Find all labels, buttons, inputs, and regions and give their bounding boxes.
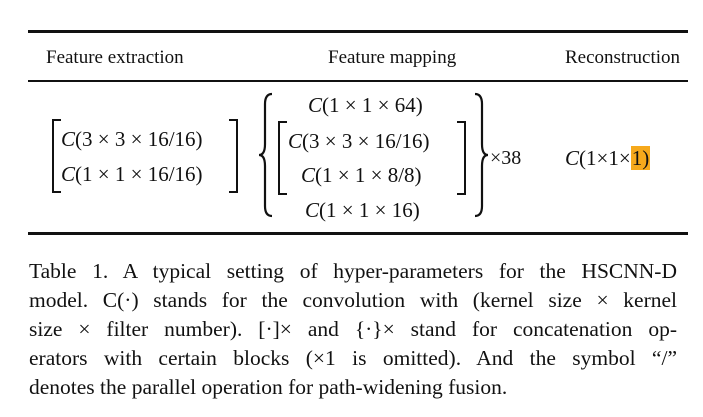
table-top-rule [28,30,688,33]
highlighted-text: 1) [630,146,651,170]
caption-line-5: denotes the parallel operation for path-… [29,375,508,399]
caption-line-3: size × filter number). [·]× and {·}× sta… [29,317,677,341]
table-bottom-rule [28,232,688,235]
fm-inner-left-bracket [278,121,287,195]
header-feature-extraction: Feature extraction [46,47,184,68]
table-caption: Table 1. A typical setting of hyper-para… [29,257,677,402]
fm-right-brace [474,92,489,218]
fm-inner-row-2: C(1 × 1 × 8/8) [301,163,422,187]
fm-inner-row-1: C(3 × 3 × 16/16) [288,129,430,153]
fe-left-bracket [52,119,61,193]
caption-line-4: erators with certain blocks (×1 is omitt… [29,346,677,370]
fm-bottom-row: C(1 × 1 × 16) [305,198,420,222]
fm-repeat-count: ×38 [490,147,522,169]
reconstruction-cell: C(1×1×1) [565,146,651,170]
fm-inner-right-bracket [457,121,466,195]
table-header-rule [28,80,688,82]
fm-left-brace [258,92,273,218]
header-feature-mapping: Feature mapping [328,47,457,68]
caption-line-2: model. C(·) stands for the convolution w… [29,288,677,312]
fm-top-row: C(1 × 1 × 64) [308,93,423,117]
fe-row-1: C(3 × 3 × 16/16) [61,127,203,151]
fe-row-2: C(1 × 1 × 16/16) [61,162,203,186]
header-reconstruction: Reconstruction [565,47,681,68]
fe-right-bracket [229,119,238,193]
caption-line-1: Table 1. A typical setting of hyper-para… [29,259,677,283]
